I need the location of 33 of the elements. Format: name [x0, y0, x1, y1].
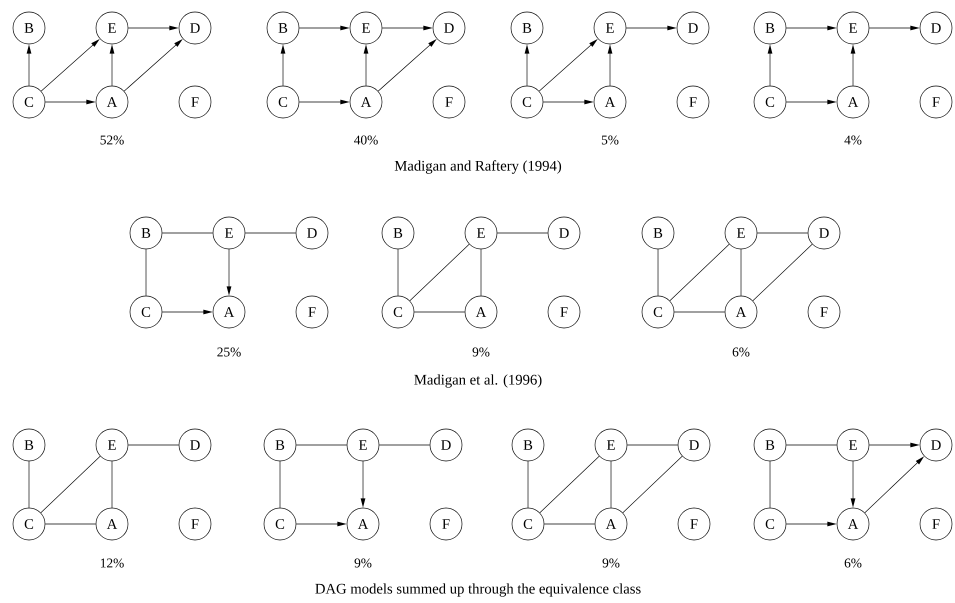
edge-line — [757, 232, 808, 234]
edge-line — [40, 456, 100, 514]
percentage-label: 12% — [100, 558, 124, 568]
caption: DAG models summed up through the equivalence class — [315, 583, 641, 597]
edge-line — [752, 244, 813, 302]
caption: Madigan and Raftery (1994) — [394, 160, 562, 174]
edge-line — [379, 444, 430, 446]
percentage-label: 4% — [844, 135, 862, 145]
edge-line — [622, 456, 683, 514]
percentage-label: 40% — [354, 135, 378, 145]
edge-line — [410, 244, 470, 302]
percentage-label: 9% — [472, 347, 490, 357]
percentage-label: 5% — [602, 135, 618, 145]
edge-line — [610, 461, 612, 508]
edge-line — [497, 232, 548, 234]
caption: Madigan et al. (1996) — [414, 374, 542, 388]
percentage-label: 6% — [732, 347, 750, 357]
percentage-label: 52% — [100, 135, 124, 145]
edge-line — [245, 232, 296, 234]
percentage-label: 6% — [844, 558, 862, 568]
edge-line — [28, 461, 30, 508]
edge-line — [740, 249, 742, 296]
percentage-label: 9% — [602, 558, 620, 568]
edge-line — [627, 444, 678, 446]
edge-line — [480, 249, 482, 296]
edge-line — [128, 444, 179, 446]
edge-line — [786, 444, 838, 446]
edge-line — [540, 456, 600, 514]
edge-line — [296, 444, 347, 446]
edge-line — [670, 244, 730, 302]
edge-line — [162, 232, 213, 234]
percentage-label: 9% — [354, 558, 372, 568]
percentage-label: 25% — [217, 347, 241, 357]
